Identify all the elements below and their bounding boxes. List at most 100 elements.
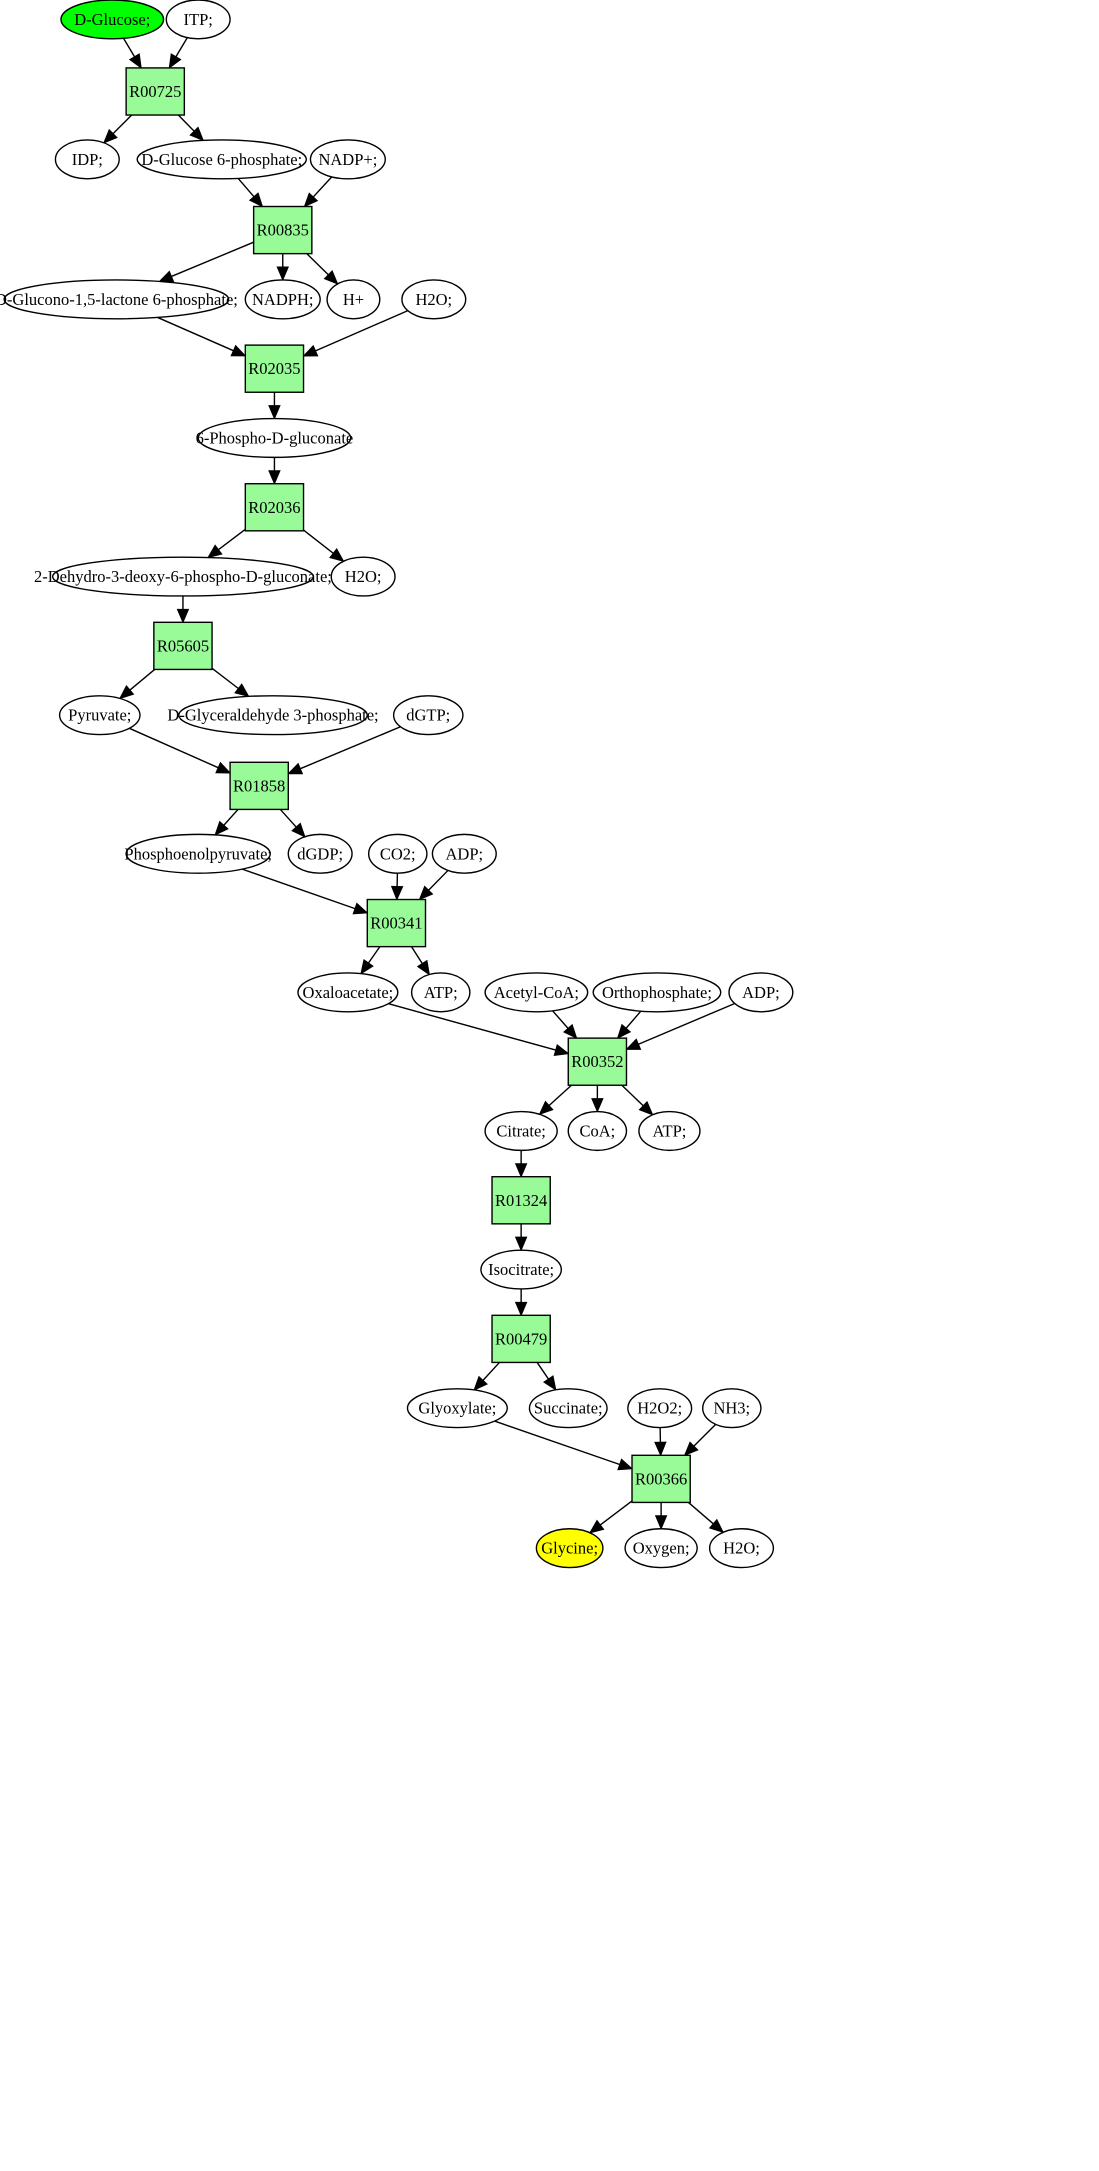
reaction-label: R01858	[233, 776, 285, 795]
edge-arrow	[268, 457, 281, 485]
compound-node-gluconolactone: D-Glucono-1,5-lactone 6-phosphate;	[0, 279, 238, 320]
arrowhead	[416, 959, 431, 976]
arrowhead	[538, 1100, 554, 1116]
compound-node-nadp: NADP+;	[309, 139, 387, 180]
compound-label: Succinate;	[534, 1399, 603, 1418]
reaction-node-r00366: R00366	[631, 1454, 691, 1504]
edge-arrow	[157, 316, 247, 357]
compound-ellipse	[624, 1528, 698, 1569]
edge-line	[241, 868, 356, 910]
arrowhead	[514, 1236, 528, 1252]
compound-label: Isocitrate;	[488, 1260, 554, 1279]
compound-label: ADP;	[742, 983, 780, 1002]
arrowhead	[291, 822, 306, 838]
edge-arrow	[591, 1085, 604, 1113]
compound-label: ADP;	[446, 844, 484, 863]
edge-arrow	[390, 873, 404, 901]
edge-arrow	[122, 37, 142, 70]
edge-line	[223, 808, 239, 826]
edge-arrow	[237, 177, 264, 208]
compound-label: NADPH;	[252, 290, 313, 309]
compound-ellipse	[244, 279, 321, 320]
arrowhead	[118, 684, 135, 700]
edge-line	[367, 946, 381, 964]
compound-label: Citrate;	[496, 1121, 545, 1140]
compound-node-kdpg: 2-Dehydro-3-deoxy-6-phospho-D-gluconate;	[34, 556, 332, 597]
compound-ellipse	[480, 1249, 563, 1290]
compound-ellipse	[431, 833, 497, 874]
edge-line	[306, 253, 329, 276]
edge-line	[482, 1361, 500, 1381]
compound-ellipse	[3, 279, 230, 320]
reaction-label: R00352	[571, 1052, 623, 1071]
compound-node-itp: ITP;	[165, 0, 231, 40]
edge-arrow	[538, 1084, 572, 1116]
reaction-label: R00366	[635, 1469, 687, 1488]
reaction-node-r00341: R00341	[366, 898, 427, 948]
edge-arrow	[616, 1010, 642, 1040]
arrowhead	[473, 1375, 488, 1391]
reaction-node-r02035: R02035	[244, 344, 305, 393]
compound-label: Phosphoenolpyruvate;	[124, 844, 272, 863]
arrowhead	[625, 1038, 642, 1050]
edge-line	[211, 667, 239, 690]
compound-label: H2O;	[723, 1539, 760, 1558]
reaction-box	[567, 1037, 628, 1086]
edge-arrow	[306, 253, 339, 285]
reaction-label: R05605	[157, 636, 209, 655]
compound-ellipse	[51, 556, 314, 597]
compound-node-g3p: D-Glyceraldehyde 3-phosphate;	[167, 695, 379, 736]
reaction-box	[491, 1314, 551, 1364]
arrowhead	[514, 1301, 528, 1317]
compound-node-nh3: NH3;	[702, 1388, 762, 1429]
compound-label: Orthophosphate;	[602, 983, 712, 1002]
arrowhead	[158, 270, 175, 283]
edge-arrow	[177, 114, 205, 142]
compound-node-oxygen: Oxygen;	[624, 1528, 698, 1569]
compound-ellipse	[567, 1110, 628, 1152]
edge-arrow	[211, 667, 250, 698]
compound-label: ATP;	[424, 983, 458, 1002]
edge-line	[175, 37, 188, 58]
compound-node-glyoxylate: Glyoxylate;	[406, 1388, 508, 1429]
edge-arrow	[683, 1423, 717, 1457]
compound-label: 6-Phospho-D-gluconate	[196, 428, 354, 447]
reaction-label: R01324	[495, 1191, 547, 1210]
edge-arrow	[279, 808, 306, 838]
compound-ellipse	[528, 1388, 608, 1429]
arrowhead	[514, 1163, 528, 1178]
arrowhead	[616, 1023, 632, 1040]
compound-label: D-Glyceraldehyde 3-phosphate;	[167, 706, 378, 725]
arrowhead	[708, 1518, 725, 1534]
reaction-label: R00725	[129, 82, 181, 101]
compound-ellipse	[627, 1388, 693, 1429]
arrowhead	[230, 344, 247, 357]
edge-arrow	[514, 1150, 528, 1178]
edge-line	[300, 726, 401, 770]
edge-line	[428, 869, 449, 891]
compound-label: CO2;	[380, 844, 416, 863]
compound-ellipse	[638, 1110, 701, 1152]
compound-node-adp-1: ADP;	[431, 833, 497, 874]
edge-line	[218, 528, 246, 551]
edge-arrow	[536, 1362, 557, 1391]
reaction-box	[153, 621, 213, 671]
compound-label: 2-Dehydro-3-deoxy-6-phospho-D-gluconate;	[34, 567, 332, 586]
compound-node-dgdp: dGDP;	[287, 833, 353, 874]
edge-line	[129, 668, 156, 691]
arrowhead	[683, 1441, 699, 1457]
compound-node-glycine: Glycine;	[535, 1528, 604, 1569]
compound-node-h2o-2: H2O;	[330, 556, 396, 597]
reaction-box	[491, 1176, 551, 1225]
arrowhead	[302, 344, 319, 357]
arrowhead	[553, 1043, 570, 1057]
edge-line	[122, 37, 136, 58]
arrowhead	[588, 1519, 605, 1534]
edge-line	[536, 1362, 550, 1380]
arrowhead	[638, 1100, 654, 1116]
compound-label: H+	[343, 290, 364, 309]
reaction-node-r00352: R00352	[567, 1037, 628, 1086]
edge-line	[388, 1002, 556, 1051]
edge-arrow	[687, 1501, 725, 1534]
edge-line	[177, 114, 195, 132]
